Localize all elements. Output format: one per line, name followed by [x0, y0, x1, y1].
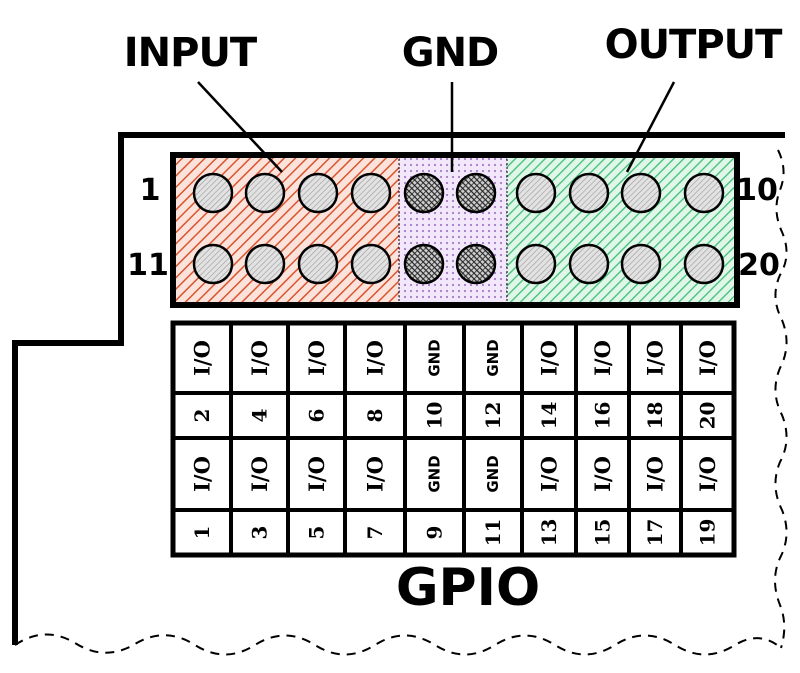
- board-edge-bottom: [14, 633, 782, 656]
- pin-type-label: I/O: [363, 340, 388, 376]
- board-outline: [12, 132, 785, 645]
- pin-number-label: 4: [248, 408, 272, 422]
- input-label: INPUT: [124, 30, 258, 76]
- header-pin-15: [403, 243, 445, 285]
- pin-type-label: I/O: [590, 456, 615, 492]
- table-cell: [679, 508, 736, 557]
- pin-type-label: I/O: [590, 340, 615, 376]
- header-pin-17: [515, 243, 557, 285]
- pin-number-label: 3: [248, 526, 272, 540]
- pin-type-label: I/O: [247, 340, 272, 376]
- pin-number-label: 11: [481, 519, 505, 547]
- pin-number-label: 1: [190, 526, 214, 540]
- pin-label-1: 1: [140, 173, 161, 208]
- output-label: OUTPUT: [605, 22, 784, 68]
- gnd-label: GND: [402, 30, 499, 76]
- header-pins: [192, 172, 725, 285]
- header-pin-9: [620, 172, 662, 214]
- pin-type-label: I/O: [537, 340, 562, 376]
- pin-number-label: 19: [696, 519, 720, 547]
- pin-label-10: 10: [736, 173, 778, 208]
- pin-number-label: 13: [537, 519, 561, 547]
- header-pin-4: [350, 172, 392, 214]
- table-border: [170, 320, 737, 558]
- pin-table: I/O I/O I/O I/O GND GND I/O I/O I/O I/O 2 4 6 8 10 12 14…: [170, 320, 737, 558]
- board-edge-right: [774, 149, 788, 649]
- table-cell: [403, 321, 466, 395]
- table-cell: [520, 321, 578, 395]
- pin-type-label: GND: [426, 455, 444, 492]
- header-frame: [170, 152, 740, 308]
- header-pin-13: [297, 243, 339, 285]
- pin-type-label: I/O: [363, 456, 388, 492]
- pin-type-label: I/O: [537, 456, 562, 492]
- pin-type-label: I/O: [190, 456, 215, 492]
- pin-type-label: I/O: [695, 340, 720, 376]
- header-pin-1: [192, 172, 234, 214]
- table-cell: [343, 391, 407, 440]
- header-pin-19: [620, 243, 662, 285]
- pin-number-label: 7: [363, 526, 387, 540]
- header-pin-16: [455, 243, 497, 285]
- table-cell: [462, 508, 524, 557]
- pin-label-20: 20: [738, 248, 780, 283]
- pin-number-label: 14: [537, 402, 561, 430]
- header-pin-2: [244, 172, 286, 214]
- header-pin-5: [403, 172, 445, 214]
- pin-number-label: 10: [423, 402, 447, 430]
- output-pointer: [625, 81, 676, 173]
- pin-number-label: 17: [643, 519, 667, 547]
- header-pin-8: [568, 172, 610, 214]
- input-pointer: [197, 81, 283, 173]
- header-pin-7: [515, 172, 557, 214]
- header-pin-11: [192, 243, 234, 285]
- pin-number-label: 5: [305, 526, 329, 540]
- header-pin-20: [683, 243, 725, 285]
- pin-number-label: 16: [591, 402, 615, 430]
- table-cell: [171, 508, 233, 557]
- pin-type-label: GND: [484, 339, 502, 376]
- pin-number-label: 20: [696, 402, 720, 430]
- header-pin-12: [244, 243, 286, 285]
- table-cell: [627, 436, 683, 512]
- pin-number-label: 9: [423, 526, 447, 540]
- pin-number-label: 2: [190, 409, 214, 423]
- pin-type-label: I/O: [190, 340, 215, 376]
- pin-type-label: I/O: [304, 456, 329, 492]
- header-pin-10: [683, 172, 725, 214]
- pin-label-11: 11: [127, 248, 169, 283]
- header-pin-18: [568, 243, 610, 285]
- pin-type-label: I/O: [304, 340, 329, 376]
- pin-type-label: I/O: [643, 456, 668, 492]
- table-cell: [574, 508, 631, 557]
- header-pin-3: [297, 172, 339, 214]
- pin-type-label: I/O: [643, 340, 668, 376]
- header-pin-6: [455, 172, 497, 214]
- pin-type-label: I/O: [695, 456, 720, 492]
- table-cell: [627, 391, 683, 440]
- pin-number-label: 18: [643, 402, 667, 430]
- pin-number-label: 8: [363, 409, 387, 423]
- gpio-label: GPIO: [396, 558, 540, 618]
- pin-number-label: 6: [305, 409, 329, 423]
- table-cell: [627, 321, 683, 395]
- pin-type-label: GND: [484, 455, 502, 492]
- pin-type-label: I/O: [247, 456, 272, 492]
- pin-number-label: 15: [591, 519, 615, 547]
- pin-type-label: GND: [426, 339, 444, 376]
- pin-number-label: 12: [481, 402, 505, 430]
- header-pin-14: [350, 243, 392, 285]
